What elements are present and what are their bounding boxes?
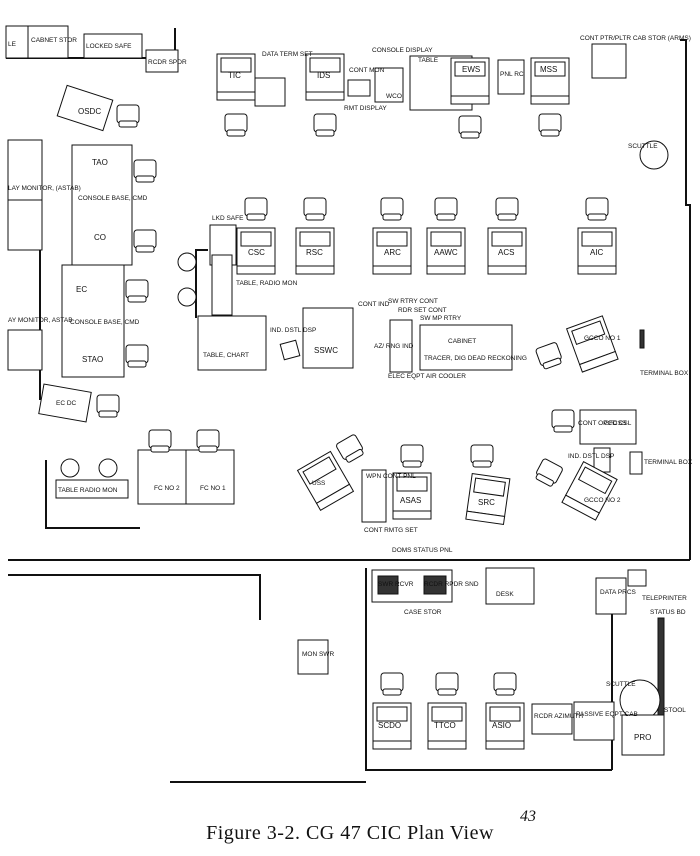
label-status-bd: STATUS BD (650, 609, 686, 616)
label-data-term-set: DATA TERM SET (262, 51, 313, 58)
label-table-radio-mon-2: TABLE RADIO MON (58, 487, 118, 494)
right-side-consoles (533, 315, 645, 521)
label-mon-swr: MON SWR (302, 651, 334, 658)
label-terminal-box-2: TERMINAL BOX (644, 459, 693, 466)
label-cont-ptr-pltr: CONT PTR/PLTR CAB STOR (ARMS) (580, 35, 691, 42)
label-ec: EC (76, 285, 87, 294)
label-rcdr-spdr: RCDR SPDR (148, 59, 187, 66)
lower-left-fire-control (55, 429, 235, 505)
label-acs: ACS (498, 248, 514, 257)
label-case-stor: CASE STOR (404, 609, 442, 616)
label-ids: IDS (317, 71, 330, 80)
label-asio: ASIO (492, 721, 511, 730)
label-terminal-box-1: TERMINAL BOX (640, 370, 689, 377)
label-sw-mprtry: SW MP RTRY (420, 315, 462, 322)
label-co: CO (94, 233, 106, 242)
label-desk: DESK (496, 591, 514, 598)
label-osdc: OSDC (78, 107, 101, 116)
label-cabnet-stor: CABNET STOR (31, 37, 77, 44)
lower-middle-consoles (297, 433, 511, 525)
label-uss: USS (312, 480, 326, 487)
left-command-consoles (7, 84, 157, 423)
middle-row-consoles (209, 197, 617, 275)
label-sw-rtry-cont: SW RTRY CONT (388, 298, 438, 305)
label-swr-rcvr: SWR RCVR (378, 581, 414, 588)
label-scuttle-top: SCUTTLE (628, 143, 658, 150)
label-play-monitor-top: LAY MONITOR, (ASTAB) (8, 185, 81, 192)
label-scuttle-bottom: SCUTTLE (606, 681, 636, 688)
label-fc-no1: FC NO 1 (200, 485, 226, 492)
label-ind-dstl-dsp-2: IND. DSTL DSP (568, 453, 614, 460)
label-gfcss: GFCSS (604, 420, 627, 427)
label-aic: AIC (590, 248, 604, 257)
label-aawc: AAWC (434, 248, 458, 257)
label-passive-eqpt-cab: PASSIVE EQPT CAB (576, 711, 638, 718)
label-mss: MSS (540, 65, 557, 74)
label-cont-ind: CONT IND (358, 301, 390, 308)
label-gcco-no2: GCCO NO 2 (584, 497, 621, 504)
label-play-monitor-mid: AY MONITOR, ASTAB (8, 317, 73, 324)
label-table-radio-mon-1: TABLE, RADIO MON (236, 280, 298, 287)
label-pro: PRO (634, 733, 651, 742)
label-rsc: RSC (306, 248, 323, 257)
label-ecdc: EC DC (56, 400, 77, 407)
label-az-rng-ind: AZ/ RNG IND (374, 343, 414, 350)
label-ews: EWS (462, 65, 480, 74)
label-table-chart: TABLE, CHART (203, 352, 249, 359)
label-rcdr-rpdr-snd: RCDR RPDR SND (424, 581, 479, 588)
label-elec-eqpt-air-cooler: ELEC EQPT AIR COOLER (388, 373, 466, 380)
label-doms-status-pnl: DOMS STATUS PNL (392, 547, 453, 554)
label-rmt-display: RMT DISPLAY (344, 105, 387, 112)
label-cont-rmtg-set: CONT RMTG SET (364, 527, 418, 534)
figure-caption: Figure 3-2. CG 47 CIC Plan View (206, 822, 494, 844)
label-wco: WCO (386, 93, 402, 100)
label-console-base-cmd-2: CONSOLE BASE, CMD (70, 319, 140, 326)
label-sswc: SSWC (314, 346, 338, 355)
label-stool: STOOL (664, 707, 686, 714)
top-row-fixtures (5, 25, 627, 111)
label-tracer-dig-reckoning: TRACER, DIG DEAD RECKONING (424, 355, 527, 362)
label-ttco: TTCO (434, 721, 456, 730)
label-cabinet: CABINET (448, 338, 476, 345)
plan-labels: LE CABNET STOR LOCKED SAFE RCDR SPDR TIC… (8, 35, 693, 742)
label-le: LE (8, 41, 17, 48)
label-tic: TIC (228, 71, 241, 80)
label-console-base-cmd-1: CONSOLE BASE, CMD (78, 195, 148, 202)
label-data-prcs: DATA PRCS (600, 589, 637, 596)
label-rdr-set-cont: RDR SET CONT (398, 307, 447, 314)
label-locked-safe: LOCKED SAFE (86, 43, 132, 50)
label-gcco-no1: GCCO NO 1 (584, 335, 621, 342)
label-csc: CSC (248, 248, 265, 257)
label-arc: ARC (384, 248, 401, 257)
label-cont-opcd-csl: CONT OPCD CSL (578, 420, 632, 427)
label-ind-dstl-dsp-1: IND. DSTL DSP (270, 327, 316, 334)
label-stao: STAO (82, 355, 103, 364)
label-cont-mon: CONT MON (349, 67, 385, 74)
page-number: 43 (520, 808, 536, 825)
label-console-display: CONSOLE DISPLAY (372, 47, 433, 54)
label-lkd-safe: LKD SAFE (212, 215, 244, 222)
label-asas: ASAS (400, 496, 421, 505)
label-tao: TAO (92, 158, 108, 167)
center-fixtures (177, 252, 513, 373)
label-wpn-cont-pnl: WPN CONT PNL (366, 473, 416, 480)
cic-plan-view: LE CABNET STOR LOCKED SAFE RCDR SPDR TIC… (5, 25, 693, 783)
label-rcdr-azimuth: RCDR AZIMUTH (534, 713, 583, 720)
label-scdo: SCDO (378, 721, 401, 730)
label-table: TABLE (418, 57, 439, 64)
label-pnl-rc: PNL RC (500, 71, 524, 78)
lower-compartment (297, 140, 669, 756)
label-src: SRC (478, 498, 495, 507)
label-teleprinter: TELEPRINTER (642, 595, 687, 602)
label-fc-no2: FC NO 2 (154, 485, 180, 492)
